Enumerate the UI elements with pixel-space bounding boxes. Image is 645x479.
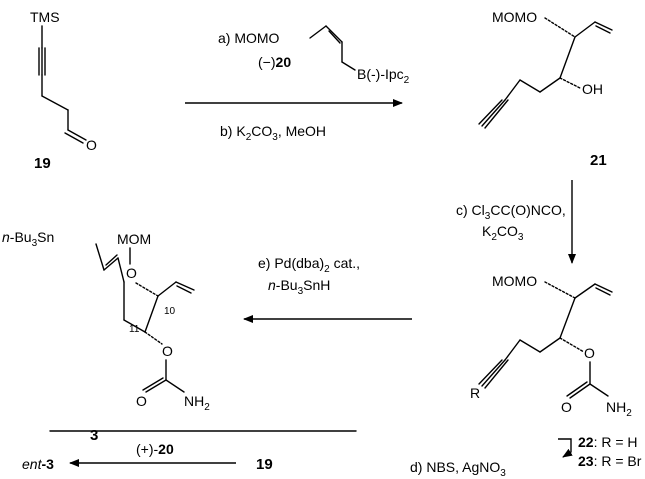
carbon-11-label: 11 <box>129 324 140 335</box>
r-group-label: R <box>470 385 480 401</box>
compound-21-structure: MOMO OH <box>478 9 613 129</box>
plus-20-reagent: (+)-20 <box>136 441 174 457</box>
momo-label: MOMO <box>492 9 537 25</box>
compound-23-def: 23: R = Br <box>578 453 642 469</box>
ether-oxygen: O <box>126 265 137 281</box>
compound-3-label: 3 <box>90 427 98 444</box>
mom-label: MOM <box>117 231 151 247</box>
step-a-reagent-label: (−)20 <box>258 54 291 70</box>
step-a-boron: B(-)-Ipc2 <box>357 66 410 86</box>
carbonyl-oxygen-3: O <box>136 393 147 409</box>
step-d-reagent: d) NBS, AgNO3 <box>410 459 506 479</box>
compound-3-structure: n-Bu3Sn MOM O 10 11 O O NH2 <box>2 229 210 413</box>
compound-19-structure: TMS O <box>30 9 97 153</box>
step-d-arrow <box>558 438 573 458</box>
step-b-reagent: b) K2CO3, MeOH <box>220 123 326 143</box>
momo-label-2: MOMO <box>492 273 537 289</box>
compound-19-bottom-label: 19 <box>256 456 273 473</box>
step-a-reagent: a) MOMO (−)20 B(-)-Ipc2 <box>218 25 410 86</box>
step-c-reagent-line2: K2CO3 <box>482 223 524 243</box>
step-e-reagent-line1: e) Pd(dba)2 cat., <box>258 255 360 275</box>
compound-22-def: 22: R = H <box>578 434 638 450</box>
compound-21-label: 21 <box>590 152 607 169</box>
tributylstannyl-label: n-Bu3Sn <box>2 229 54 249</box>
carbonyl-oxygen: O <box>561 399 572 415</box>
carbon-10-label: 10 <box>164 306 176 317</box>
step-a-prefix: a) MOMO <box>218 30 280 46</box>
compound-19-label: 19 <box>34 155 51 172</box>
ent-3-label: ent-3 <box>22 456 54 472</box>
carbamate-nh2: NH2 <box>606 399 632 419</box>
aldehyde-oxygen: O <box>86 137 97 153</box>
hydroxyl-label: OH <box>582 81 603 97</box>
carbamate-oxygen-3: O <box>162 343 173 359</box>
compound-22-structure: MOMO O O NH2 R <box>470 273 632 419</box>
carbamate-nh2-3: NH2 <box>184 393 210 413</box>
carbamate-oxygen: O <box>584 345 595 361</box>
step-c-reagent-line1: c) Cl3CC(O)NCO, <box>456 202 566 222</box>
tms-label: TMS <box>30 9 60 25</box>
step-e-reagent-line2: n-Bu3SnH <box>268 277 330 297</box>
